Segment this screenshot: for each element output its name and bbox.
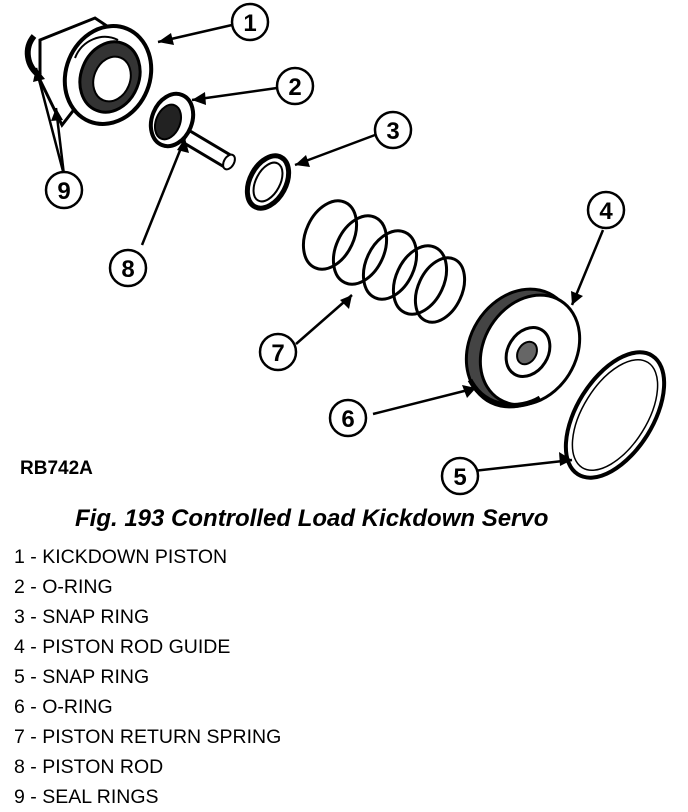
o-ring-small-part [148,91,196,149]
piston-rod-part [172,122,236,171]
legend-item: 7 - PISTON RETURN SPRING [14,726,282,748]
figure-code: RB742A [20,458,93,479]
legend-item: 6 - O-RING [14,696,113,718]
legend-label: KICKDOWN PISTON [42,546,228,568]
snap-ring-large-part [563,350,667,480]
parts-legend: 1 - KICKDOWN PISTON 2 - O-RING 3 - SNAP … [14,542,281,812]
legend-number: 9 [14,786,25,808]
callout-1: 1 [230,2,270,42]
callout-6: 6 [328,398,368,438]
legend-number: 3 [14,606,25,628]
piston-return-spring-part [301,199,467,324]
figure-caption: Fig. 193 Controlled Load Kickdown Servo [75,505,549,532]
legend-label: SEAL RINGS [42,786,159,808]
legend-number: 8 [14,756,25,778]
svg-text:7: 7 [271,340,284,367]
legend-number: 6 [14,696,25,718]
legend-label: PISTON RETURN SPRING [42,726,282,748]
callout-7: 7 [258,332,298,372]
svg-text:4: 4 [599,198,613,225]
svg-text:9: 9 [57,178,70,205]
legend-label: PISTON ROD [42,756,164,778]
legend-item: 2 - O-RING [14,576,113,598]
callout-5: 5 [440,456,480,496]
callout-8: 8 [108,248,148,288]
piston-rod-guide-part [464,287,582,409]
legend-item: 1 - KICKDOWN PISTON [14,546,228,568]
svg-text:2: 2 [288,74,301,101]
kickdown-piston-part [24,16,154,128]
svg-text:1: 1 [243,10,256,37]
svg-text:5: 5 [453,464,466,491]
legend-label: O-RING [42,576,113,598]
legend-number: 5 [14,666,25,688]
legend-number: 7 [14,726,25,748]
legend-item: 8 - PISTON ROD [14,756,164,778]
svg-text:6: 6 [341,406,354,433]
legend-item: 9 - SEAL RINGS [14,786,159,808]
legend-item: 4 - PISTON ROD GUIDE [14,636,231,658]
callout-2: 2 [275,66,315,106]
callout-9: 9 [44,170,84,210]
legend-label: O-RING [42,696,113,718]
leader-arrowheads [33,33,583,466]
legend-number: 1 [14,546,25,568]
snap-ring-small-part [244,153,292,211]
legend-label: PISTON ROD GUIDE [42,636,231,658]
exploded-view-diagram: 1 2 3 4 5 6 7 8 9 [24,2,667,496]
callout-3: 3 [373,110,413,150]
legend-number: 2 [14,576,25,598]
legend-item: 5 - SNAP RING [14,666,150,688]
svg-text:3: 3 [386,118,399,145]
svg-text:8: 8 [121,256,134,283]
legend-item: 3 - SNAP RING [14,606,150,628]
callout-4: 4 [586,190,626,230]
legend-label: SNAP RING [42,606,150,628]
legend-label: SNAP RING [42,666,150,688]
legend-number: 4 [14,636,25,658]
